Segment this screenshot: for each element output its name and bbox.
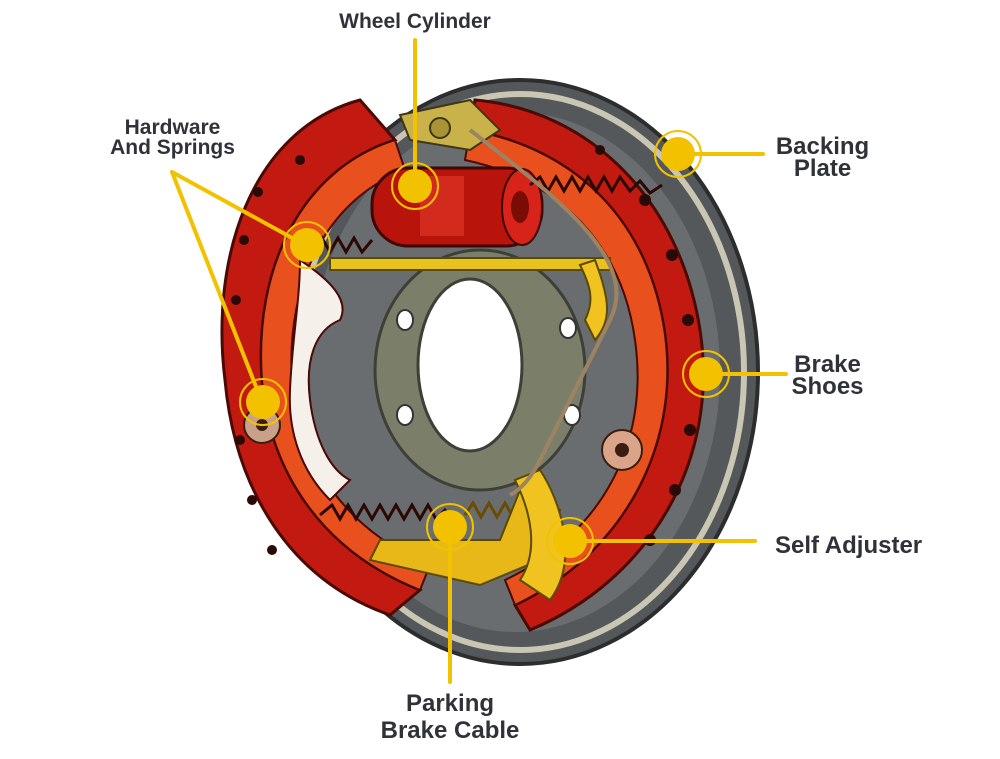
label-parking-cable-line2: Brake Cable [380,717,520,744]
strut-bar [329,257,611,271]
label-wheel-cylinder: Wheel Cylinder [305,10,525,33]
label-brake-shoes-line1: Brake [794,351,861,378]
adjuster-assembly [368,258,608,602]
label-parking-brake-cable: Parking Brake Cable [350,690,550,744]
label-parking-cable-line1: Parking [405,690,495,717]
cable [468,128,619,497]
label-backing-plate: Backing Plate [760,133,885,182]
hold-down-pin-right [601,429,643,471]
callout-dot-hardware-lower [239,378,287,426]
callout-dot-brake-shoes [682,350,730,398]
callout-dots [239,130,730,565]
leader-lines [170,38,788,684]
right-brake-shoe [463,98,705,632]
label-hardware-and-springs: Hardware And Springs [90,116,255,159]
label-backing-plate-line1: Backing [775,133,870,160]
callout-dot-hardware-upper [283,221,331,269]
hub-plate [373,248,587,492]
label-self-adjuster: Self Adjuster [775,533,922,559]
callout-dot-self-adjuster [546,517,594,565]
label-wheel-cylinder-line1: Wheel Cylinder [339,10,491,33]
label-backing-plate-line2: Plate [793,155,852,182]
callout-dot-backing-plate [654,130,702,178]
callout-dot-wheel-cylinder [391,162,439,210]
label-hardware-line2: And Springs [110,136,235,159]
label-self-adjuster-line1: Self Adjuster [775,532,923,559]
callout-dot-parking-cable [426,503,474,551]
label-brake-shoes: Brake Shoes [775,351,880,400]
label-brake-shoes-line2: Shoes [791,373,864,400]
label-hardware-line1: Hardware [124,116,221,139]
wheel-cylinder [370,166,544,248]
